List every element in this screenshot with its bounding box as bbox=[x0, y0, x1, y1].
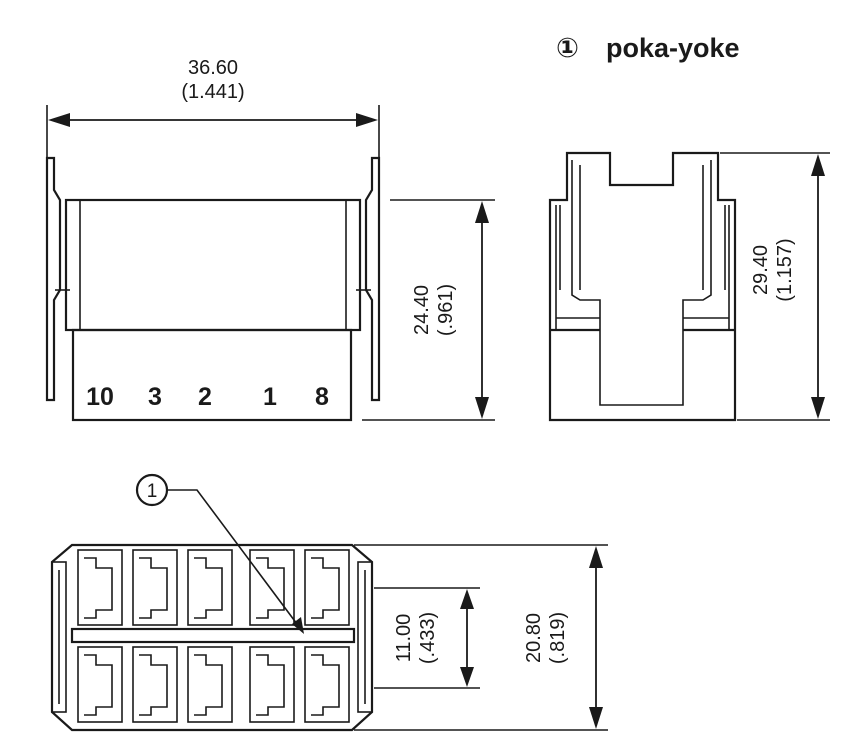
front-lower-housing bbox=[71, 328, 353, 422]
pin-cavity bbox=[304, 549, 350, 626]
pin-number-label: 8 bbox=[315, 383, 329, 411]
cavity-row-bottom bbox=[77, 646, 350, 723]
cavity-detail bbox=[139, 654, 168, 716]
width-inch-label: (1.441) bbox=[181, 81, 244, 103]
bottom-end-latch-left bbox=[51, 561, 67, 713]
width-arrow-right bbox=[356, 113, 378, 127]
front-height-mm-label: 24.40 bbox=[411, 285, 433, 335]
row-pitch-arrow-bottom bbox=[460, 667, 474, 687]
pin-cavity bbox=[132, 549, 178, 626]
pin-number-label: 1 bbox=[263, 383, 277, 411]
pin-number-label: 3 bbox=[148, 383, 162, 411]
front-view: 36.60 (1.441) 10 3 2 1 8 24.40 (.961) bbox=[45, 57, 495, 422]
width-arrow-left bbox=[48, 113, 70, 127]
latch-arm-left bbox=[45, 156, 62, 402]
cavity-detail bbox=[139, 557, 168, 619]
pin-cavity bbox=[132, 646, 178, 723]
cavity-detail bbox=[256, 654, 285, 716]
cavity-detail bbox=[194, 654, 223, 716]
cavity-detail bbox=[194, 557, 223, 619]
cavity-detail bbox=[311, 557, 340, 619]
bottom-view: 1 11.00 (.433) 20.80 (.819) bbox=[50, 473, 608, 732]
cavity-detail bbox=[311, 654, 340, 716]
cavity-detail bbox=[84, 654, 113, 716]
depth-arrow-top bbox=[589, 546, 603, 568]
front-upper-housing bbox=[64, 198, 362, 332]
pin-cavity bbox=[249, 549, 295, 626]
legend-marker: ① bbox=[556, 33, 579, 63]
front-height-inch-label: (.961) bbox=[435, 284, 457, 336]
bottom-housing-outline bbox=[50, 543, 374, 732]
callout-marker: 1 bbox=[147, 481, 158, 502]
depth-inch-label: (.819) bbox=[547, 612, 569, 664]
poka-yoke-legend: ① poka-yoke bbox=[556, 33, 740, 63]
poka-yoke-rib bbox=[70, 627, 356, 644]
callout-leader bbox=[167, 489, 301, 629]
cavity-detail bbox=[84, 557, 113, 619]
side-height-inch-label: (1.157) bbox=[774, 238, 796, 301]
row-pitch-mm-label: 11.00 bbox=[393, 614, 415, 663]
pin-number-label: 2 bbox=[198, 383, 212, 411]
pin-cavity bbox=[77, 549, 123, 626]
side-height-arrow-top bbox=[811, 154, 825, 176]
front-height-arrow-bottom bbox=[475, 397, 489, 419]
pin-cavity bbox=[187, 646, 233, 723]
depth-arrow-bottom bbox=[589, 707, 603, 729]
side-view: 29.40 (1.157) bbox=[548, 151, 830, 422]
pin-cavity bbox=[187, 549, 233, 626]
pin-cavity bbox=[77, 646, 123, 723]
cavity-row-top bbox=[77, 549, 350, 626]
side-outer-profile bbox=[548, 151, 737, 422]
width-mm-label: 36.60 bbox=[188, 57, 238, 79]
row-pitch-arrow-top bbox=[460, 589, 474, 609]
front-height-arrow-top bbox=[475, 201, 489, 223]
cavity-detail bbox=[256, 557, 285, 619]
latch-arm-right bbox=[364, 156, 381, 402]
pin-cavity bbox=[304, 646, 350, 723]
side-inner-profile bbox=[571, 160, 712, 406]
pin-number-label: 10 bbox=[86, 383, 114, 411]
row-pitch-inch-label: (.433) bbox=[417, 612, 439, 664]
side-height-mm-label: 29.40 bbox=[750, 245, 772, 295]
callout-arrowhead bbox=[292, 617, 304, 634]
legend-label: poka-yoke bbox=[606, 33, 740, 63]
side-height-arrow-bottom bbox=[811, 397, 825, 419]
bottom-end-latch-right bbox=[357, 561, 373, 713]
pin-cavity bbox=[249, 646, 295, 723]
depth-mm-label: 20.80 bbox=[523, 613, 545, 663]
